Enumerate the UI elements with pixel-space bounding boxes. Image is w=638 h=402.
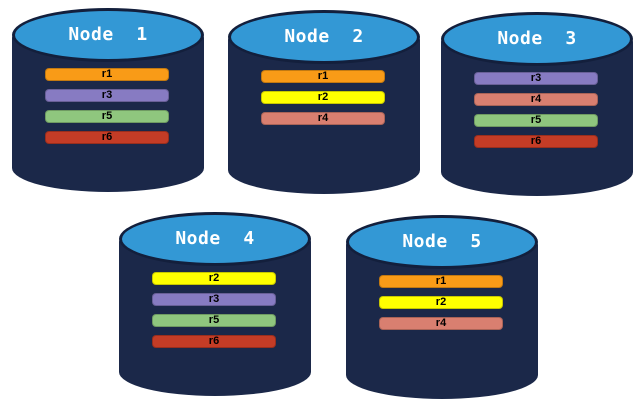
replica-bar-r4: r4 — [474, 93, 598, 106]
replica-bar-r2: r2 — [152, 272, 276, 285]
replica-bar-r5: r5 — [474, 114, 598, 127]
cylinder-top: Node 4 — [119, 212, 311, 266]
replica-label: r1 — [101, 68, 113, 80]
replica-label: r6 — [208, 335, 220, 347]
replica-bar-r5: r5 — [45, 110, 169, 123]
cylinder-top: Node 3 — [441, 12, 633, 66]
node-title: Node 3 — [497, 27, 577, 49]
replica-label: r3 — [530, 72, 542, 84]
node-title: Node 1 — [68, 23, 148, 45]
replica-label: r2 — [317, 91, 329, 103]
replica-label: r4 — [317, 112, 329, 124]
replica-list: r1 r3 r5 r6 — [45, 68, 169, 144]
replica-label: r6 — [101, 131, 113, 143]
cylinder-top: Node 1 — [12, 8, 204, 62]
replica-list: r1 r2 r4 — [261, 70, 385, 125]
replica-list: r2 r3 r5 r6 — [152, 272, 276, 348]
replica-bar-r1: r1 — [45, 68, 169, 81]
replica-bar-r1: r1 — [261, 70, 385, 83]
node-2: Node 2 r1 r2 r4 — [228, 10, 420, 194]
replica-list: r3 r4 r5 r6 — [474, 72, 598, 148]
node-5: Node 5 r1 r2 r4 — [346, 215, 538, 399]
replica-bar-r3: r3 — [152, 293, 276, 306]
replica-bar-r6: r6 — [152, 335, 276, 348]
replica-label: r5 — [530, 114, 542, 126]
replica-label: r4 — [530, 93, 542, 105]
replica-label: r5 — [101, 110, 113, 122]
replica-label: r3 — [208, 293, 220, 305]
replica-label: r1 — [435, 275, 447, 287]
replica-bar-r6: r6 — [474, 135, 598, 148]
replica-label: r2 — [208, 272, 220, 284]
node-3: Node 3 r3 r4 r5 r6 — [441, 12, 633, 196]
cylinder-top: Node 2 — [228, 10, 420, 64]
node-4: Node 4 r2 r3 r5 r6 — [119, 212, 311, 396]
replica-bar-r4: r4 — [261, 112, 385, 125]
replica-bar-r3: r3 — [474, 72, 598, 85]
node-title: Node 4 — [175, 227, 255, 249]
replica-bar-r2: r2 — [261, 91, 385, 104]
replica-bar-r6: r6 — [45, 131, 169, 144]
replica-list: r1 r2 r4 — [379, 275, 503, 330]
replica-label: r6 — [530, 135, 542, 147]
cylinder-top: Node 5 — [346, 215, 538, 269]
replica-bar-r4: r4 — [379, 317, 503, 330]
replica-label: r4 — [435, 317, 447, 329]
replica-bar-r1: r1 — [379, 275, 503, 288]
replica-label: r3 — [101, 89, 113, 101]
replica-label: r1 — [317, 70, 329, 82]
node-title: Node 5 — [402, 230, 482, 252]
replica-bar-r3: r3 — [45, 89, 169, 102]
replica-bar-r5: r5 — [152, 314, 276, 327]
replica-label: r5 — [208, 314, 220, 326]
replica-label: r2 — [435, 296, 447, 308]
node-title: Node 2 — [284, 25, 364, 47]
node-1: Node 1 r1 r3 r5 r6 — [12, 8, 204, 192]
replica-bar-r2: r2 — [379, 296, 503, 309]
